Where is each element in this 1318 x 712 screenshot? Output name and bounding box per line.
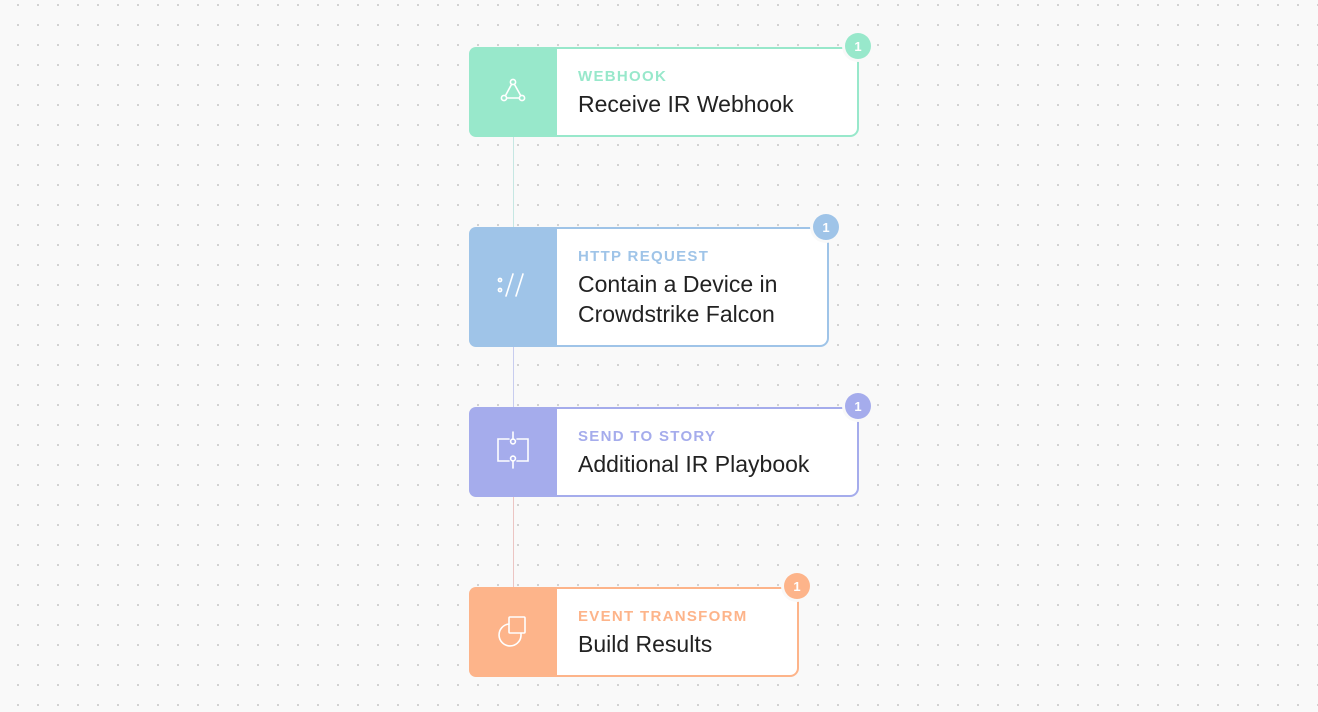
action-title: Contain a Device in Crowdstrike Falcon xyxy=(578,271,778,327)
action-type-label: HTTP REQUEST xyxy=(578,248,710,265)
action-text: EVENT TRANSFORM Build Results xyxy=(557,589,797,675)
send-to-story-icon xyxy=(493,430,533,475)
event-count-badge[interactable]: 1 xyxy=(784,573,810,599)
action-text: HTTP REQUEST Contain a Device in Crowdst… xyxy=(557,229,828,345)
action-type-label: SEND TO STORY xyxy=(578,428,717,445)
action-text: WEBHOOK Receive IR Webhook xyxy=(557,49,857,135)
action-http-request[interactable]: HTTP REQUEST Contain a Device in Crowdst… xyxy=(469,227,829,347)
action-icon-block xyxy=(469,407,557,497)
action-icon-block xyxy=(469,47,557,137)
event-count-badge[interactable]: 1 xyxy=(845,33,871,59)
action-title: Build Results xyxy=(578,631,713,657)
http-request-icon xyxy=(493,270,533,305)
action-icon-block xyxy=(469,227,557,347)
event-count-badge[interactable]: 1 xyxy=(813,214,839,240)
action-title: Additional IR Playbook xyxy=(578,451,810,477)
connector-line xyxy=(513,137,514,227)
connector-line xyxy=(513,497,514,587)
action-title: Receive IR Webhook xyxy=(578,91,794,117)
webhook-icon xyxy=(496,73,530,112)
event-transform-icon xyxy=(496,613,530,652)
action-event-transform[interactable]: EVENT TRANSFORM Build Results xyxy=(469,587,799,677)
action-type-label: EVENT TRANSFORM xyxy=(578,608,748,625)
event-count-badge[interactable]: 1 xyxy=(845,393,871,419)
connector-line xyxy=(513,347,514,407)
action-webhook[interactable]: WEBHOOK Receive IR Webhook xyxy=(469,47,859,137)
action-type-label: WEBHOOK xyxy=(578,68,668,85)
action-text: SEND TO STORY Additional IR Playbook xyxy=(557,409,857,495)
action-icon-block xyxy=(469,587,557,677)
action-send-to-story[interactable]: SEND TO STORY Additional IR Playbook xyxy=(469,407,859,497)
